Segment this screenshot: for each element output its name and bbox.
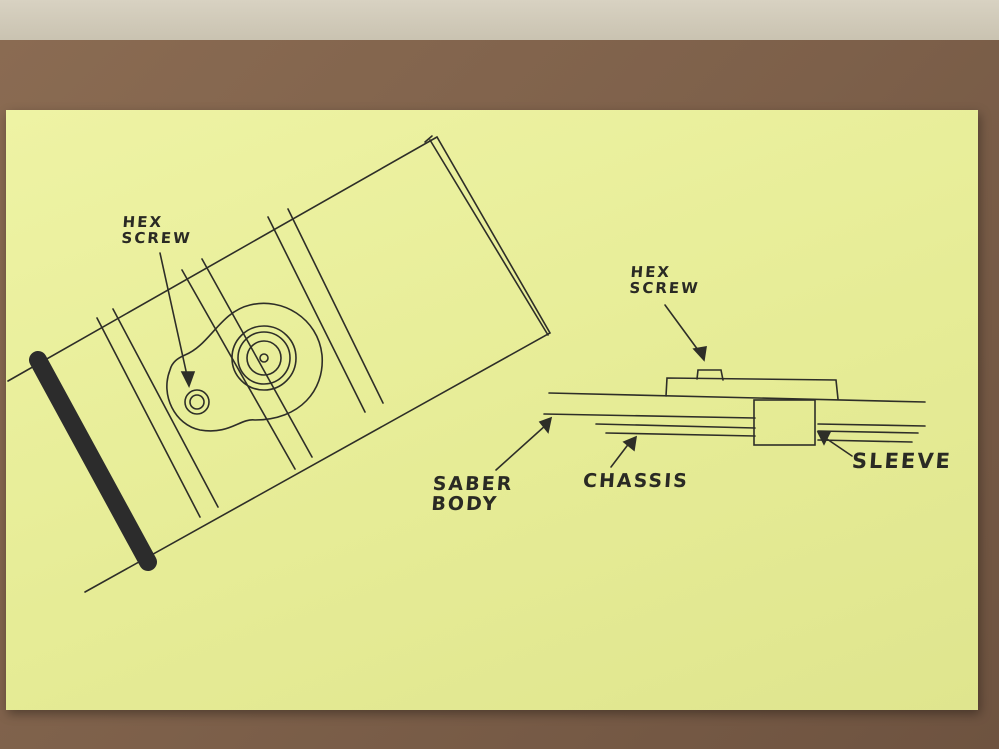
pommel-rod	[29, 351, 157, 571]
sticky-note	[6, 110, 978, 710]
background-wall	[0, 0, 999, 42]
label-hex-screw-left: HEX SCREW	[120, 213, 193, 247]
clamp-plate	[166, 302, 323, 432]
label-saber-body: SABER BODY	[430, 473, 515, 515]
label-chassis: CHASSIS	[582, 470, 690, 492]
label-hex-screw-right: HEX SCREW	[628, 263, 701, 297]
left-view-body-outline	[7, 135, 552, 593]
label-sleeve: SLEEVE	[851, 449, 953, 473]
